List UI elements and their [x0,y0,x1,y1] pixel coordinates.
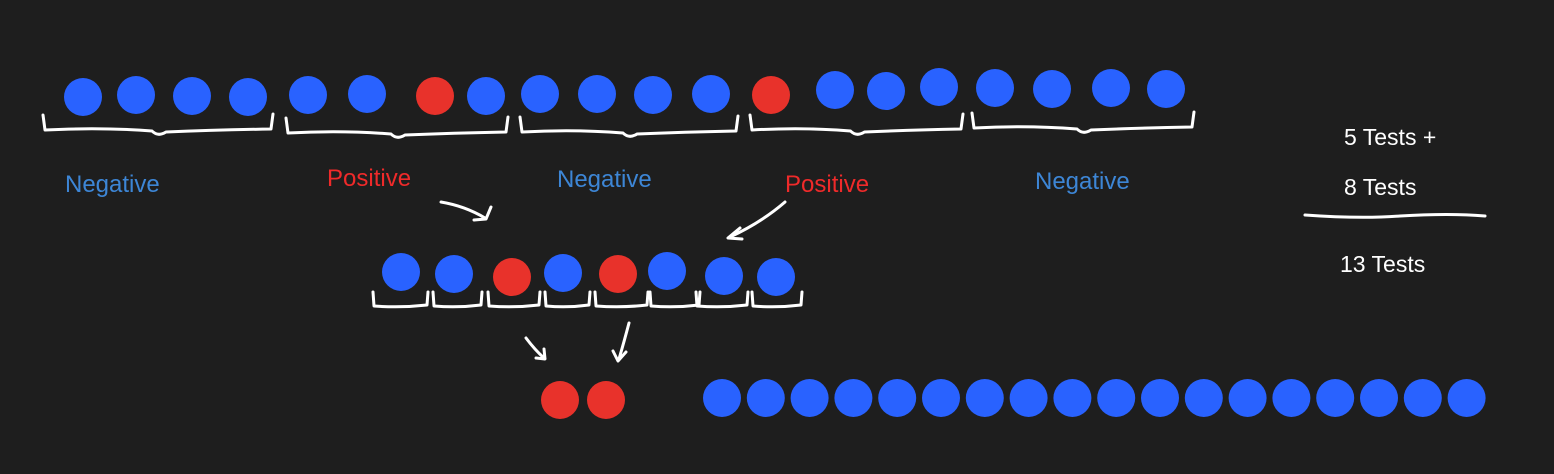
identified-positive-samples [541,381,625,419]
test-tally: 5 Tests + 8 Tests 13 Tests [1303,124,1487,277]
arrow-stage2-to-positive-left [524,336,547,361]
pool-bracket [284,115,510,139]
pool-bracket [748,112,965,136]
cleared-sample-negative [878,379,917,417]
retest-sample-negative [382,253,420,291]
retest-sample-positive [599,255,637,293]
sample-negative [117,76,155,114]
cleared-sample-negative [1403,379,1442,417]
stage2-samples [382,252,795,296]
arrows [439,200,787,363]
cleared-sample-negative [746,379,785,417]
sample-negative [348,75,386,113]
sample-negative [467,77,505,115]
cleared-sample-negative [1053,379,1092,417]
arrow-positive-group-1-to-stage2 [439,200,493,222]
stage1-result-labels: Negative Positive Negative Positive Negative [65,165,1130,198]
sample-negative [692,75,730,113]
individual-test-bracket [694,290,750,309]
individual-test-bracket [431,290,484,309]
sample-positive [752,76,790,114]
cleared-sample-negative [1272,379,1311,417]
cleared-sample-negative [1009,379,1048,417]
identified-sample-positive [541,381,579,419]
cleared-sample-negative [1141,379,1179,417]
individual-test-bracket [371,290,430,309]
tally-sum-line [1303,213,1487,219]
sample-negative [229,78,267,116]
pool-result-label: Negative [65,171,160,198]
sample-negative [920,68,958,106]
cleared-sample-negative [790,379,829,417]
stage1-brackets [41,110,1196,139]
tally-line-1: 5 Tests + [1344,124,1436,150]
arrow-positive-group-2-to-stage2 [726,200,787,241]
pool-bracket [970,110,1196,134]
pool-bracket [518,114,740,138]
sample-negative [578,75,616,113]
cleared-sample-negative [1097,379,1136,417]
cleared-sample-negative [965,379,1004,417]
sample-negative [521,75,559,113]
sample-negative [64,78,102,116]
sample-negative [1092,69,1130,107]
individual-test-bracket [486,290,542,309]
stage2-brackets [371,290,804,309]
retest-sample-negative [705,257,743,295]
cleared-sample-negative [703,379,741,417]
tally-total: 13 Tests [1340,251,1425,277]
sample-negative [1147,70,1185,108]
cleared-sample-negative [1228,379,1267,417]
cleared-sample-negative [922,379,960,417]
cleared-sample-negative [1360,379,1398,417]
retest-sample-positive [493,258,531,296]
sample-negative [634,76,672,114]
cleared-sample-negative [1184,379,1223,417]
pool-result-label: Negative [557,166,652,193]
pool-result-label: Positive [327,165,411,192]
cleared-sample-negative [1316,379,1355,417]
tally-line-2: 8 Tests [1344,174,1416,200]
pool-bracket [41,112,275,136]
sample-positive [416,77,454,115]
sample-negative [867,72,905,110]
sample-negative [289,76,327,114]
retest-sample-negative [757,258,795,296]
individual-test-bracket [648,290,702,309]
sample-negative [816,71,854,109]
sample-negative [173,77,211,115]
sample-negative [1033,70,1071,108]
sample-negative [976,69,1014,107]
pool-result-label: Positive [785,171,869,198]
retest-sample-negative [435,255,473,293]
individual-test-bracket [593,290,650,309]
retest-sample-negative [648,252,686,290]
individual-test-bracket [750,290,804,309]
arrow-stage2-to-positive-right [611,321,631,363]
cleared-sample-negative [1447,379,1486,417]
retest-sample-negative [544,254,582,292]
identified-sample-positive [587,381,625,419]
individual-test-bracket [543,290,592,309]
cleared-sample-negative [834,379,873,417]
stage1-samples [64,68,1185,116]
pool-result-label: Negative [1035,168,1130,195]
cleared-negative-samples [703,379,1486,417]
